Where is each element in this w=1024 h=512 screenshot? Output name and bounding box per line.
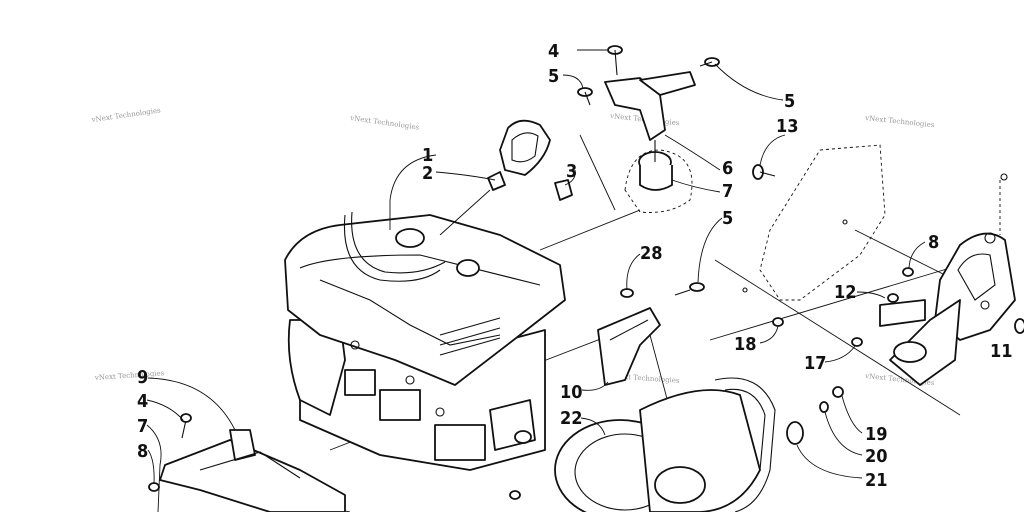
callout-6: 6: [722, 158, 733, 179]
recoil-handle: [439, 119, 551, 236]
watermark: vNext Technologies: [864, 114, 935, 129]
upper-mount-bracket: [577, 45, 720, 141]
callout-22: 22: [560, 408, 583, 429]
callout-9: 9: [137, 367, 148, 388]
foot-bracket: [148, 413, 521, 512]
callout-8: 8: [137, 441, 148, 462]
watermark: vNext Technologies: [90, 106, 161, 124]
callout-4: 4: [137, 391, 148, 412]
callout-7: 7: [137, 416, 148, 437]
callout-7: 7: [722, 181, 733, 202]
callout-28: 28: [640, 243, 663, 264]
callout-5: 5: [548, 66, 559, 87]
callout-12: 12: [834, 282, 857, 303]
callout-5: 5: [722, 208, 733, 229]
callout-11: 11: [990, 341, 1013, 362]
damper-mount: [624, 140, 693, 213]
clip: [554, 179, 573, 201]
callout-18: 18: [734, 334, 757, 355]
callout-leaders: [146, 49, 926, 512]
callout-3: 3: [566, 161, 577, 182]
washers: [786, 386, 844, 445]
callout-13: 13: [776, 116, 799, 137]
side-plate: [742, 144, 886, 301]
callout-20: 20: [865, 446, 888, 467]
callout-labels: 1 2 3 4 5 5 6 7 5 13 8 28 12 18 17 11 9 …: [137, 41, 1013, 491]
callout-21: 21: [865, 470, 888, 491]
drive-bracket: [851, 173, 1024, 386]
callout-2: 2: [422, 163, 433, 184]
drive-clutch: [554, 377, 776, 512]
callout-8: 8: [928, 232, 939, 253]
watermark: vNext Technologies: [349, 114, 420, 132]
callout-4: 4: [548, 41, 559, 62]
callout-10: 10: [560, 382, 583, 403]
callout-19: 19: [865, 424, 888, 445]
callout-17: 17: [804, 353, 827, 374]
engine: [284, 211, 566, 471]
callout-1: 1: [422, 145, 433, 166]
watermark: vNext Technologies: [94, 369, 165, 382]
callout-5: 5: [784, 91, 795, 112]
